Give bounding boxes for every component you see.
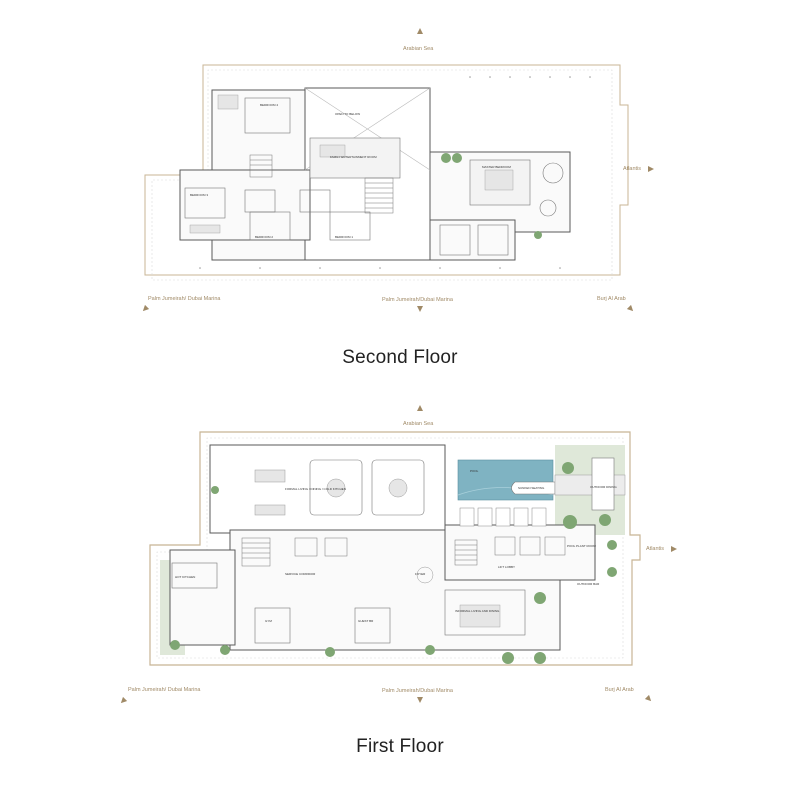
southwest-direction-label: Palm Jumeirah/ Dubai Marina <box>148 296 221 302</box>
wic-1 <box>244 189 276 213</box>
svg-text:INFORMAL LIVING AND DINING: INFORMAL LIVING AND DINING <box>455 609 500 613</box>
svg-text:SERVICE CORRIDOR: SERVICE CORRIDOR <box>285 572 316 576</box>
second-floor-plan: BEDROOM 4 OPEN TO BELOW FAMILY ENTERTAIN… <box>0 28 800 340</box>
svg-text:GUEST BR: GUEST BR <box>358 619 374 623</box>
first-floor-title: First Floor <box>356 736 444 757</box>
svg-text:MASTER BEDROOM: MASTER BEDROOM <box>482 165 511 169</box>
south-arrow-icon <box>417 306 423 312</box>
north-arrow-icon <box>417 28 423 34</box>
west-block <box>169 549 236 646</box>
second-floor-title: Second Floor <box>342 347 458 368</box>
east-direction-label: Atlantis <box>623 166 642 172</box>
svg-text:FORMAL LIVING / DINING / COLD: FORMAL LIVING / DINING / COLD KITCHEN <box>285 487 346 491</box>
wic-4 <box>477 224 509 256</box>
second-floor-lower-east <box>429 219 516 261</box>
foyer <box>416 566 434 584</box>
svg-text:BEDROOM 2: BEDROOM 2 <box>255 235 273 239</box>
bedroom-1 <box>329 211 371 241</box>
southwest-direction-label: Palm Jumeirah/ Dubai Marina <box>128 687 201 693</box>
bedroom-3 <box>184 187 226 219</box>
second-floor-drawing: BEDROOM 4 OPEN TO BELOW FAMILY ENTERTAIN… <box>144 64 629 281</box>
east-direction-label: Atlantis <box>646 546 665 552</box>
svg-text:GYM: GYM <box>265 619 272 623</box>
gym <box>254 607 291 644</box>
hot-kitchen <box>171 562 218 589</box>
svg-text:FOYER: FOYER <box>415 572 426 576</box>
east-arrow-icon <box>648 166 654 172</box>
south-direction-label: Palm Jumeirah/Dubai Marina <box>382 297 453 303</box>
svg-text:HOT KITCHEN: HOT KITCHEN <box>175 575 195 579</box>
svg-text:BEDROOM 3: BEDROOM 3 <box>190 193 208 197</box>
family-entertainment-room <box>309 137 401 179</box>
north-direction-label: Arabian Sea <box>403 46 434 52</box>
svg-text:OPEN TO BELOW: OPEN TO BELOW <box>335 112 360 116</box>
svg-text:SUNKEN SEATING: SUNKEN SEATING <box>518 486 545 490</box>
stairs-icon <box>249 154 394 214</box>
north-arrow-icon <box>417 405 423 411</box>
first-floor-plan: FORMAL LIVING / DINING / COLD KITCHEN PO… <box>0 400 800 710</box>
svg-text:BEDROOM 1: BEDROOM 1 <box>335 235 353 239</box>
tree-icon <box>170 462 617 664</box>
first-floor-terrace-outline <box>149 431 641 666</box>
southeast-direction-label: Burj Al Arab <box>597 296 626 302</box>
southeast-direction-label: Burj Al Arab <box>605 687 634 693</box>
bedroom-4 <box>244 97 291 134</box>
tree-icon <box>441 153 542 239</box>
wic-3 <box>439 224 471 256</box>
south-arrow-icon <box>417 697 423 703</box>
wic-2 <box>299 189 331 213</box>
svg-text:OUTDOOR DINING: OUTDOOR DINING <box>590 485 617 489</box>
svg-text:POOL PLANT ROOM: POOL PLANT ROOM <box>567 544 596 548</box>
svg-text:LIFT LOBBY: LIFT LOBBY <box>498 565 515 569</box>
round-tub <box>542 162 564 184</box>
second-floor-terrace-outline <box>144 64 629 276</box>
guest-br <box>354 607 391 644</box>
sunken-seating <box>511 481 556 495</box>
svg-text:OUTDOOR BAR: OUTDOOR BAR <box>577 582 600 586</box>
east-arrow-icon <box>671 546 677 552</box>
svg-text:FAMILY ENTERTAINMENT ROOM: FAMILY ENTERTAINMENT ROOM <box>330 155 377 159</box>
informal-living <box>444 589 526 636</box>
first-floor-drawing: FORMAL LIVING / DINING / COLD KITCHEN PO… <box>149 431 641 666</box>
svg-text:BEDROOM 4: BEDROOM 4 <box>260 103 278 107</box>
svg-text:POOL: POOL <box>470 469 479 473</box>
south-direction-label: Palm Jumeirah/Dubai Marina <box>382 688 453 694</box>
north-direction-label: Arabian Sea <box>403 421 434 427</box>
